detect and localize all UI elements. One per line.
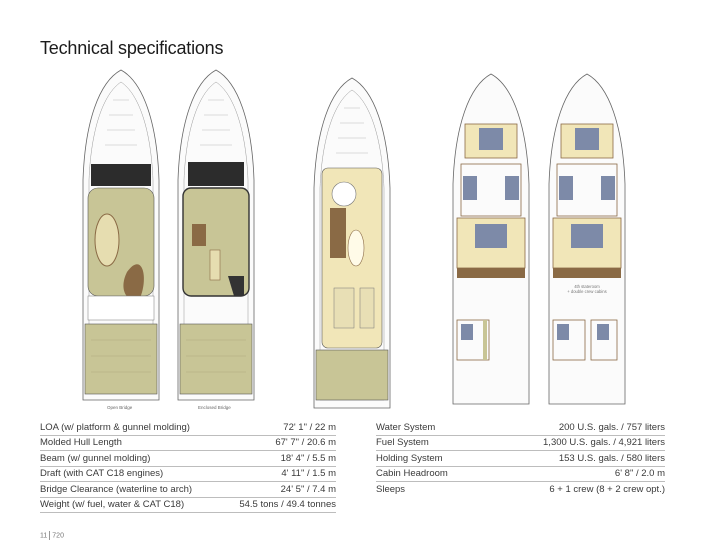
spec-value: 67' 7" / 20.6 m <box>275 437 336 449</box>
spec-label: Weight (w/ fuel, water & CAT C18) <box>40 499 185 511</box>
spec-label: Draft (with CAT C18 engines) <box>40 468 164 480</box>
spec-row: Molded Hull Length 67' 7" / 20.6 m <box>40 436 336 451</box>
spec-label: Cabin Headroom <box>376 468 448 480</box>
spec-label: Fuel System <box>376 437 429 449</box>
spec-row: Holding System 153 U.S. gals. / 580 liter… <box>376 451 665 467</box>
spec-row: Sleeps 6 + 1 crew (8 + 2 crew opt.) <box>376 482 665 497</box>
spec-label: LOA (w/ platform & gunnel molding) <box>40 421 190 433</box>
spec-row: Beam (w/ gunnel molding) 18' 4" / 5.5 m <box>40 451 336 467</box>
model-number: 720 <box>52 532 64 540</box>
hull-enclosed-bridge <box>177 69 255 401</box>
spec-value: 24' 5" / 7.4 m <box>280 483 336 495</box>
spec-row: Weight (w/ fuel, water & CAT C18) 54.5 to… <box>40 498 336 513</box>
hull-lower-deck-a <box>452 73 530 405</box>
hull-open-bridge <box>82 69 160 401</box>
hull-main-deck <box>313 77 391 409</box>
spec-value: 153 U.S. gals. / 580 liters <box>558 452 665 464</box>
spec-row: Fuel System 1,300 U.S. gals. / 4,921 lite… <box>376 436 665 451</box>
spec-value: 1,300 U.S. gals. / 4,921 liters <box>543 437 665 449</box>
deck-plans <box>82 69 626 409</box>
spec-row: Cabin Headroom 6' 8" / 2.0 m <box>376 467 665 482</box>
page-number: 11 <box>40 532 48 540</box>
caption-open-bridge: Open Bridge <box>107 405 133 410</box>
stateroom-note: 4th stateroom + double crew cabins <box>560 284 614 294</box>
spec-value: 6 + 1 crew (8 + 2 crew opt.) <box>549 483 665 495</box>
page-title: Technical specifications <box>40 38 224 58</box>
stateroom-note-line-1: 4th stateroom <box>574 284 600 289</box>
spec-value: 6' 8" / 2.0 m <box>614 468 665 480</box>
spec-label: Molded Hull Length <box>40 437 122 449</box>
spec-value: 200 U.S. gals. / 757 liters <box>558 421 665 433</box>
hull-lower-deck-b <box>548 73 626 405</box>
spec-label: Holding System <box>376 452 443 464</box>
spec-value: 18' 4" / 5.5 m <box>280 452 336 464</box>
spec-label: Sleeps <box>376 483 406 495</box>
spec-label: Bridge Clearance (waterline to arch) <box>40 483 193 495</box>
spec-label: Water System <box>376 421 436 433</box>
spec-label: Beam (w/ gunnel molding) <box>40 452 151 464</box>
page-folio: 11 720 <box>40 531 64 540</box>
specs-table-left: LOA (w/ platform & gunnel molding) 72' 1"… <box>40 420 336 513</box>
spec-row: Water System 200 U.S. gals. / 757 liters <box>376 420 665 436</box>
folio-divider <box>49 531 51 540</box>
spec-value: 54.5 tons / 49.4 tonnes <box>239 499 336 511</box>
stateroom-note-line-2: + double crew cabins <box>567 289 607 294</box>
caption-enclosed-bridge: Enclosed Bridge <box>198 405 231 410</box>
spec-row: Bridge Clearance (waterline to arch) 24' … <box>40 482 336 498</box>
spec-row: LOA (w/ platform & gunnel molding) 72' 1"… <box>40 420 336 436</box>
spec-row: Draft (with CAT C18 engines) 4' 11" / 1.5… <box>40 467 336 482</box>
spec-value: 4' 11" / 1.5 m <box>281 468 336 480</box>
spec-value: 72' 1" / 22 m <box>283 421 336 433</box>
